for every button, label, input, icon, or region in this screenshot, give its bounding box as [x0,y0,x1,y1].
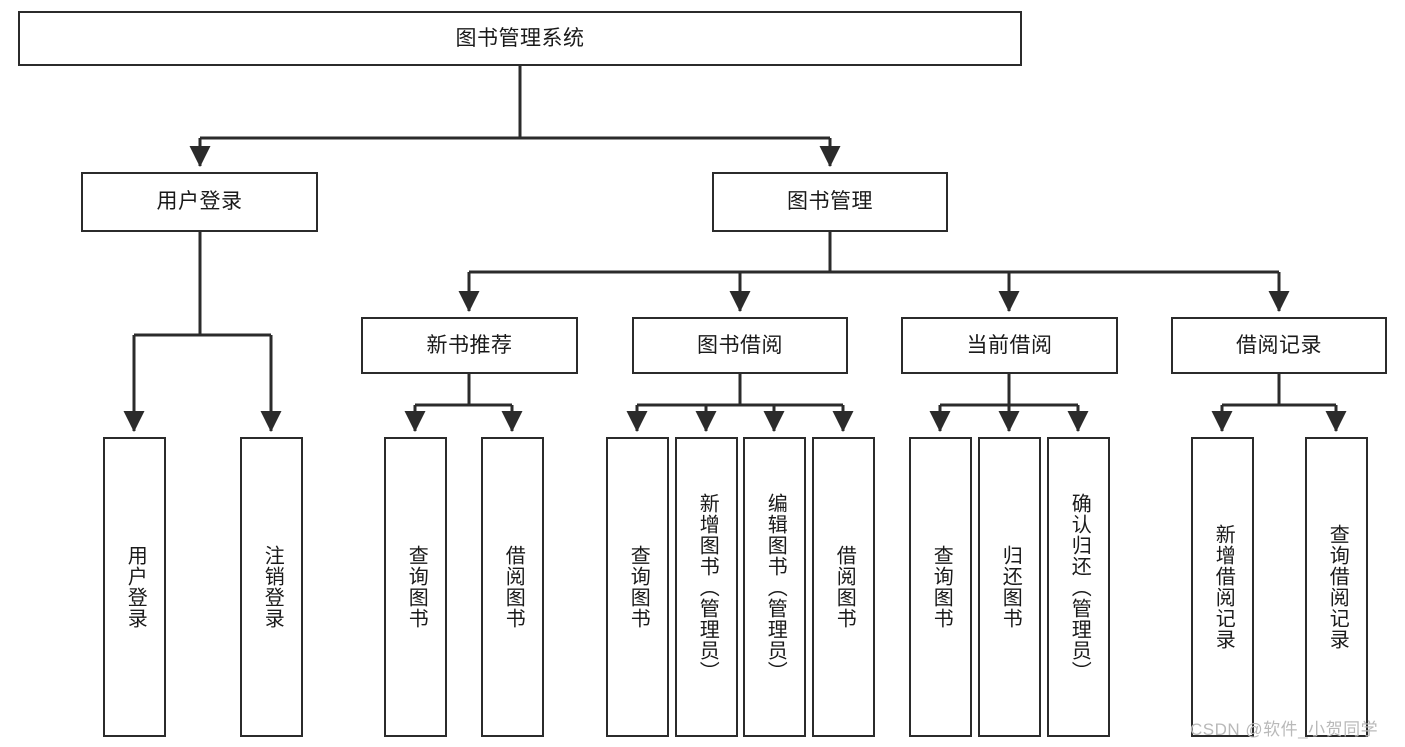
node-label: 查询借阅记录 [1326,524,1349,650]
leaf-borrow-book[interactable]: 借阅图书 [812,437,875,737]
node-label: 查询图书 [930,545,953,629]
leaf-query-borrow-record[interactable]: 查询借阅记录 [1305,437,1368,737]
node-label: 查询图书 [627,545,650,629]
leaf-query-book-new[interactable]: 查询图书 [384,437,447,737]
node-label: 查询图书 [405,545,428,629]
node-label: 确认归还（管理员） [1068,492,1091,682]
node-label: 图书管理系统 [455,26,585,50]
node-label: 借阅图书 [833,545,856,629]
node-label: 用户登录 [124,545,147,629]
node-label: 新增图书（管理员） [696,492,719,682]
leaf-edit-book-admin[interactable]: 编辑图书（管理员） [743,437,806,737]
node-label: 图书管理 [787,190,873,214]
leaf-return-book[interactable]: 归还图书 [978,437,1041,737]
node-label: 编辑图书（管理员） [764,492,787,682]
csdn-watermark: CSDN @软件_小贺同学 [1190,720,1379,739]
leaf-borrow-book-new[interactable]: 借阅图书 [481,437,544,737]
node-label: 新书推荐 [426,333,513,357]
node-book-borrowing[interactable]: 图书借阅 [632,317,848,374]
node-current-borrowing[interactable]: 当前借阅 [901,317,1118,374]
node-book-management[interactable]: 图书管理 [712,172,948,232]
node-label: 新增借阅记录 [1212,524,1235,650]
leaf-add-borrow-record[interactable]: 新增借阅记录 [1191,437,1254,737]
node-root-book-management-system[interactable]: 图书管理系统 [18,11,1022,66]
node-label: 当前借阅 [966,333,1053,357]
node-label: 归还图书 [999,545,1022,629]
node-label: 注销登录 [261,545,284,629]
node-user-login[interactable]: 用户登录 [81,172,318,232]
leaf-add-book-admin[interactable]: 新增图书（管理员） [675,437,738,737]
leaf-user-login[interactable]: 用户登录 [103,437,166,737]
node-label: 借阅记录 [1236,333,1322,357]
leaf-confirm-return-admin[interactable]: 确认归还（管理员） [1047,437,1110,737]
node-label: 用户登录 [156,190,243,214]
node-label: 借阅图书 [502,545,525,629]
node-new-book-recommendation[interactable]: 新书推荐 [361,317,578,374]
node-borrowing-record[interactable]: 借阅记录 [1171,317,1387,374]
node-label: 图书借阅 [697,333,783,357]
leaf-query-book-borrow[interactable]: 查询图书 [606,437,669,737]
leaf-query-book-current[interactable]: 查询图书 [909,437,972,737]
leaf-logout[interactable]: 注销登录 [240,437,303,737]
